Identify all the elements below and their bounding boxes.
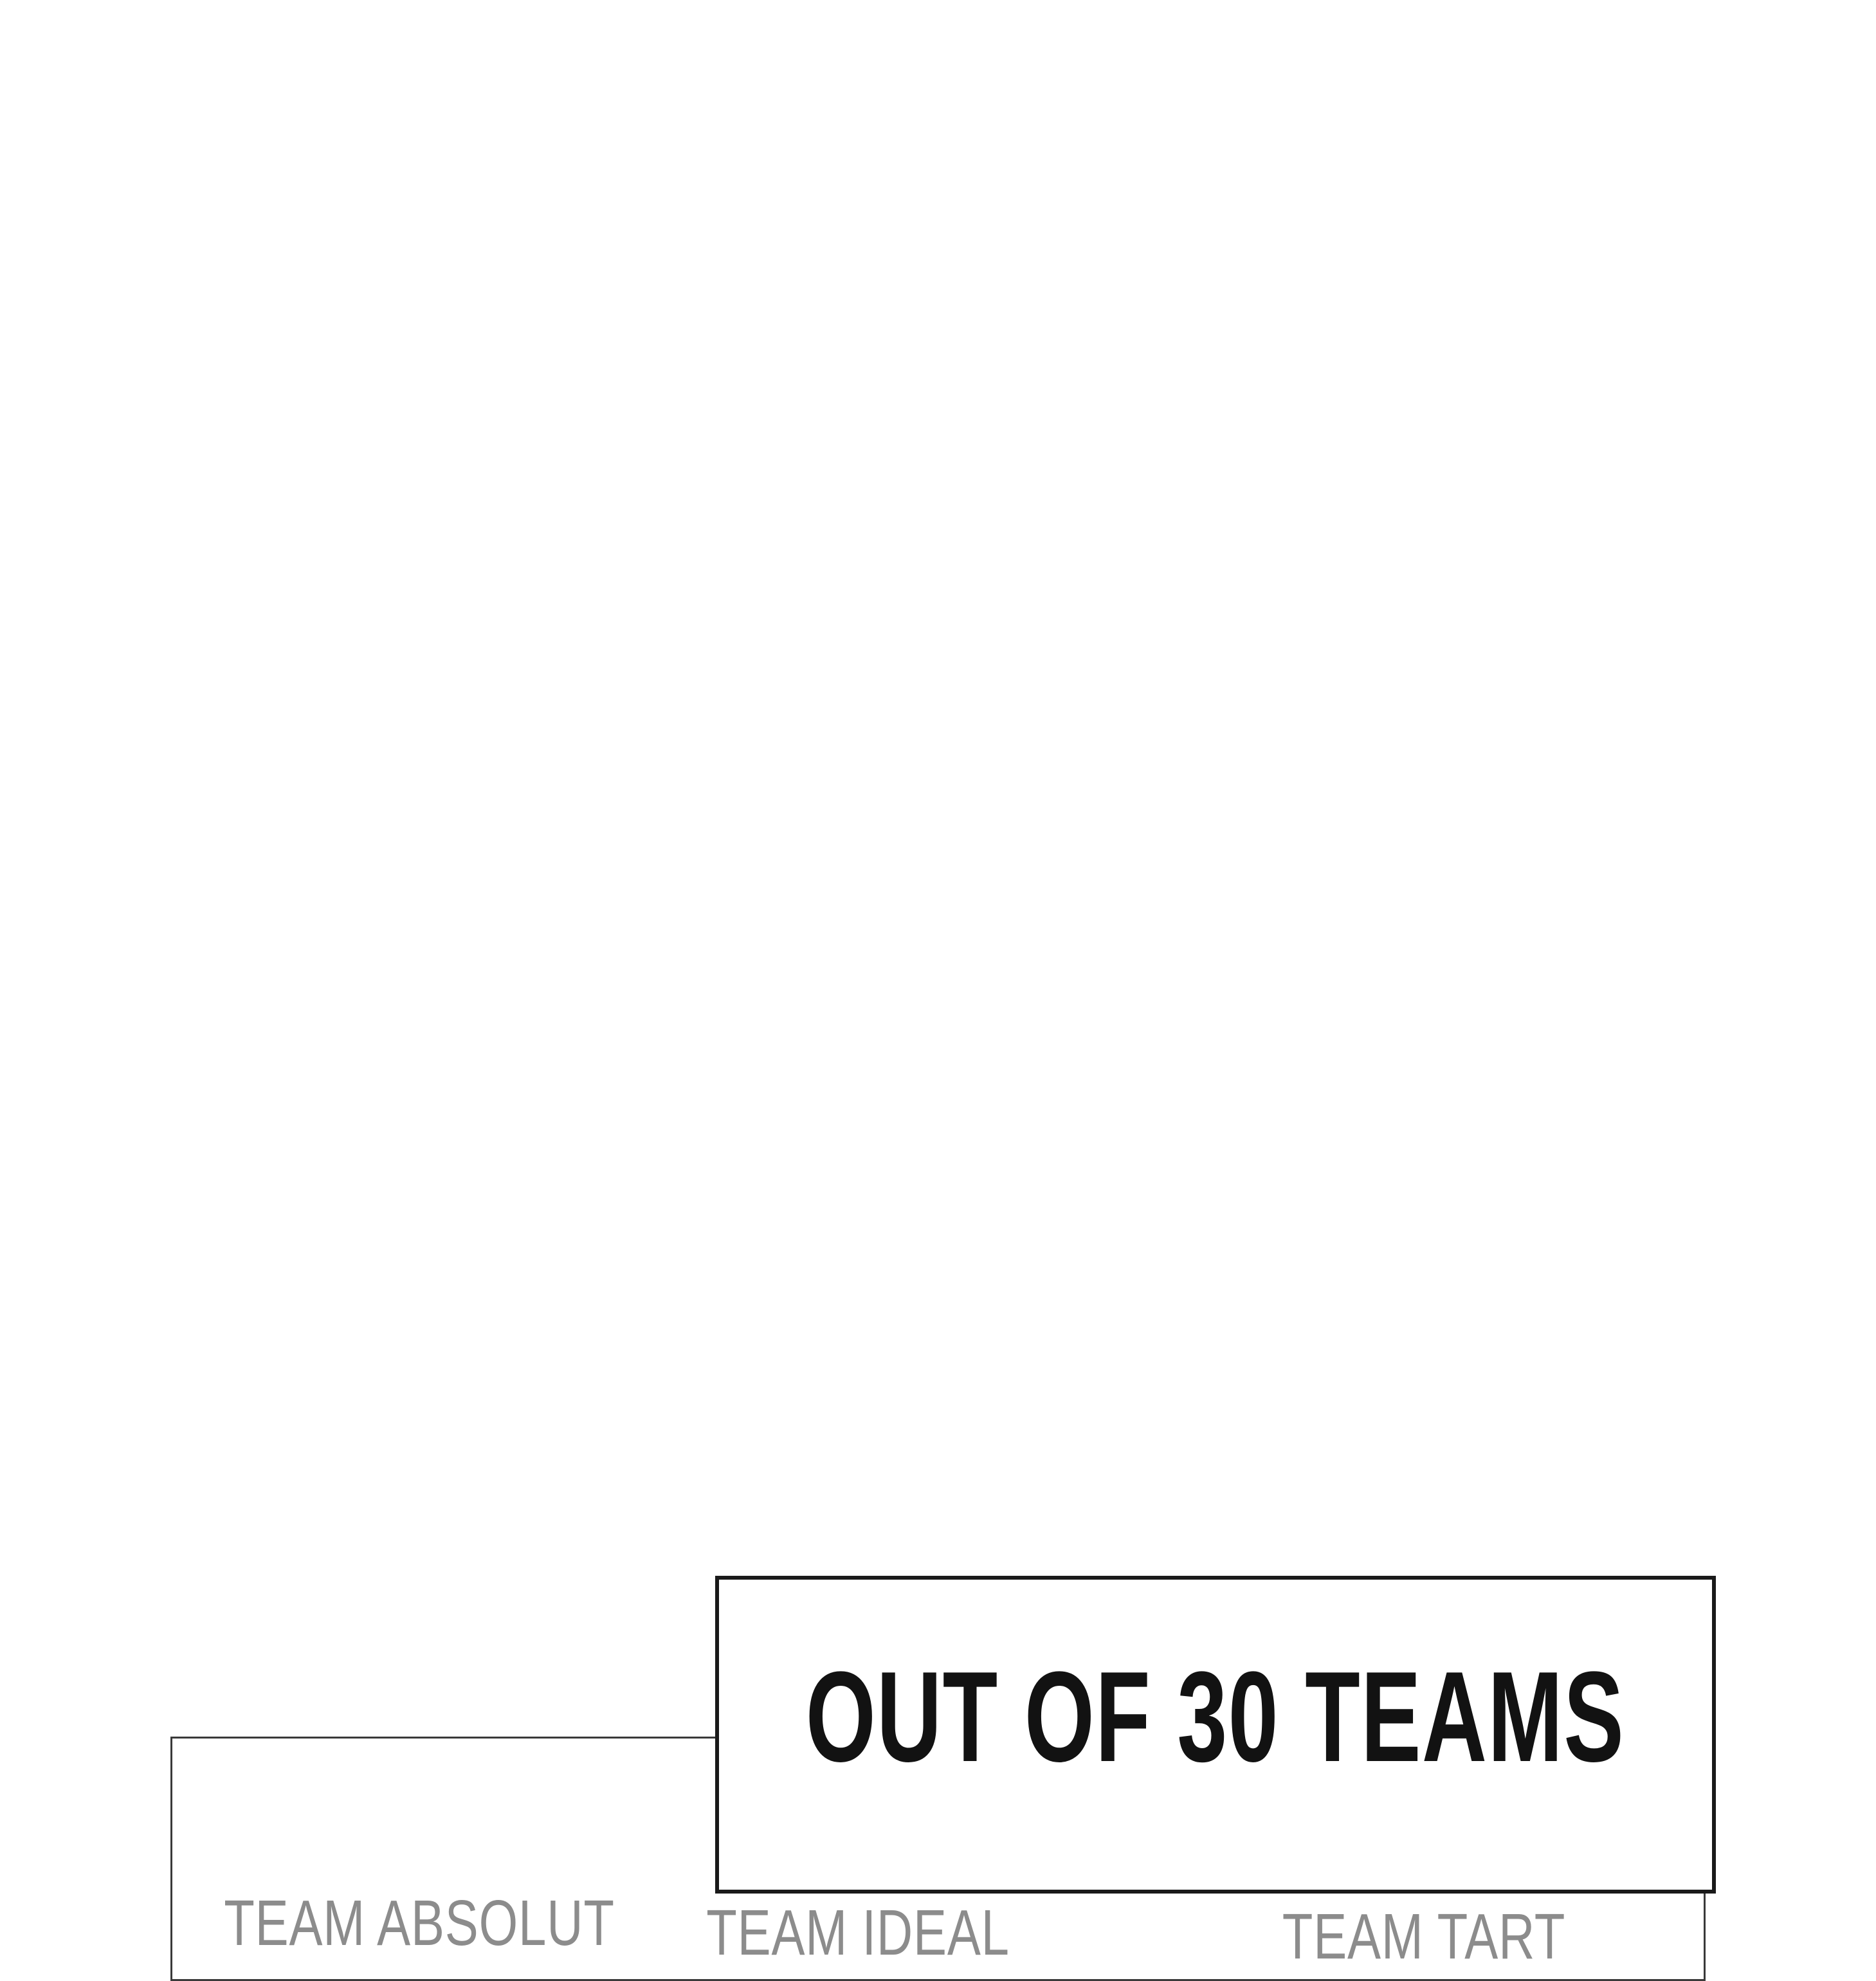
- speech-text: OUT OF 30 TEAMS: [806, 1645, 1625, 1789]
- team-label-absolut: TEAM ABSOLUT: [169, 1891, 670, 1955]
- team-label-ideal-text: TEAM IDEAL: [706, 1897, 1010, 1969]
- team-label-tart-text: TEAM TART: [1282, 1901, 1566, 1973]
- team-label-ideal: TEAM IDEAL: [664, 1901, 1053, 1965]
- team-label-absolut-text: TEAM ABSOLUT: [224, 1887, 615, 1959]
- comic-page: TEAM ABSOLUT TEAM IDEAL TEAM TART OUT OF…: [170, 1576, 1716, 1981]
- speech-box: OUT OF 30 TEAMS: [715, 1576, 1716, 1894]
- team-label-tart: TEAM TART: [1243, 1904, 1606, 1969]
